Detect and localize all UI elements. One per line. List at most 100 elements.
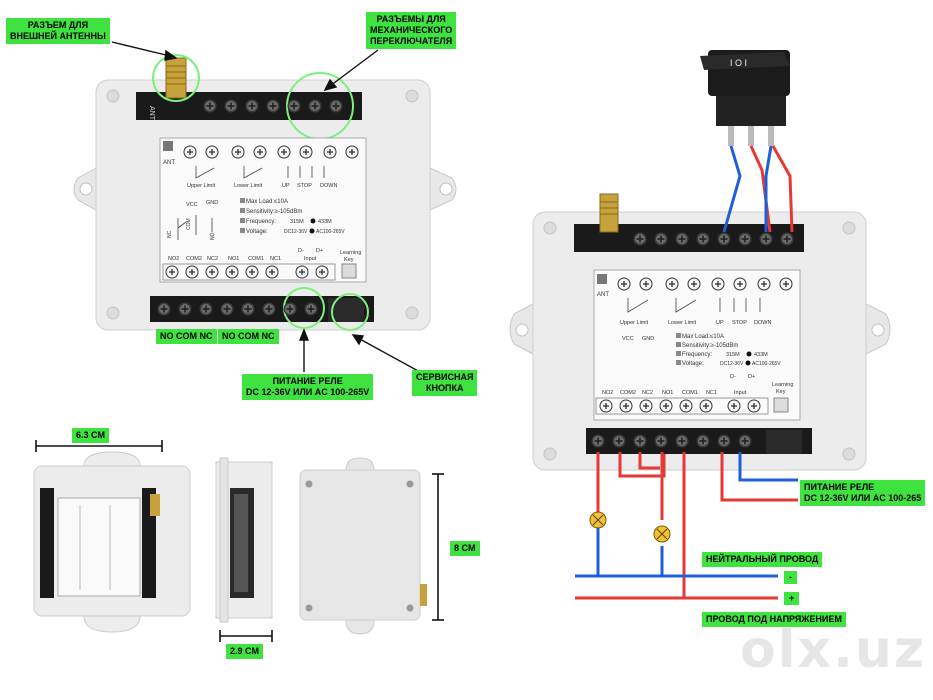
term-com2: COM2 xyxy=(186,256,202,262)
label-height-text: 8 CM xyxy=(454,543,476,553)
right-dminus: D- xyxy=(730,374,736,380)
button-highlight xyxy=(331,293,369,331)
right-com2: COM2 xyxy=(620,390,636,396)
right-volt-dc: DC12-36V xyxy=(720,361,744,367)
lamp-1 xyxy=(589,511,607,529)
lamp-2 xyxy=(653,525,671,543)
label-switch-connectors-text: РАЗЪЕМЫ ДЛЯ МЕХАНИЧЕСКОГО ПЕРЕКЛЮЧАТЕЛЯ xyxy=(370,14,453,46)
switch-wires xyxy=(722,145,794,233)
pcb-stop: STOP xyxy=(297,183,312,189)
term-nc1: NC1 xyxy=(270,256,281,262)
back-view xyxy=(299,457,427,635)
label-relay-power: ПИТАНИЕ РЕЛЕ DC 12-36V ИЛИ AC 100-265V xyxy=(242,374,374,400)
label-no-com-nc-1: NO COM NC xyxy=(156,329,217,344)
learning-key-label-2: Key xyxy=(344,257,354,263)
volt-dc: DC12-36V xyxy=(284,229,308,235)
pcb-lower-limit: Lower Limit xyxy=(234,183,263,189)
right-ant-label: ANT xyxy=(597,292,609,298)
right-down: DOWN xyxy=(754,320,771,326)
right-dplus: D+ xyxy=(748,374,755,380)
learning-key-button[interactable] xyxy=(341,263,357,279)
pcb-com: COM xyxy=(186,218,192,230)
pcb-upper-limit: Upper Limit xyxy=(187,183,216,189)
ant-side-label: ANT xyxy=(148,106,155,121)
right-lower-limit: Lower Limit xyxy=(668,320,697,326)
pcb-down: DOWN xyxy=(320,183,337,189)
label-plus-text: + xyxy=(789,593,795,603)
side-view xyxy=(215,457,273,623)
term-com1: COM1 xyxy=(248,256,264,262)
label-service-button-text: СЕРВИСНАЯ КНОПКА xyxy=(416,372,474,393)
label-plus: + xyxy=(784,592,800,605)
term-input: Input xyxy=(304,256,317,262)
label-live: ПРОВОД ПОД НАПРЯЖЕНИЕМ xyxy=(702,612,846,627)
ant-pcb-label: ANT xyxy=(163,160,175,166)
callout-arrows xyxy=(111,41,421,373)
main-module: ANT ANT Upper Limit Lower Limit UP STOP … xyxy=(73,54,457,331)
pcb-nc: NC xyxy=(167,230,173,238)
spec-sensitivity: Sensitivity:≥-105dBm xyxy=(246,209,302,215)
freq-433: 433M xyxy=(318,219,332,225)
right-input: Input xyxy=(734,390,747,396)
term-no2: NO2 xyxy=(168,256,179,262)
label-service-button: СЕРВИСНАЯ КНОПКА xyxy=(412,370,478,396)
right-no2: NO2 xyxy=(602,390,613,396)
right-com1: COM1 xyxy=(682,390,698,396)
spec-voltage: Voltage: xyxy=(246,229,268,235)
label-relay-power-text: ПИТАНИЕ РЕЛЕ DC 12-36V ИЛИ AC 100-265V xyxy=(246,376,370,397)
label-relay-power-right: ПИТАНИЕ РЕЛЕ DC 12-36V ИЛИ AC 100-265 xyxy=(800,480,926,506)
right-up: UP xyxy=(716,320,724,326)
label-antenna-text: РАЗЪЕМ ДЛЯ ВНЕШНЕЙ АНТЕННЫ xyxy=(10,20,106,41)
term-nc2: NC2 xyxy=(207,256,218,262)
label-no-com-nc-1-text: NO COM NC xyxy=(160,331,213,341)
label-live-text: ПРОВОД ПОД НАПРЯЖЕНИЕМ xyxy=(706,614,842,624)
front-view xyxy=(33,451,191,633)
right-volt-ac: AC100-265V xyxy=(752,361,781,367)
right-nc1: NC1 xyxy=(706,390,717,396)
label-neutral-text: НЕЙТРАЛЬНЫЙ ПРОВОД xyxy=(706,554,819,564)
label-switch-connectors: РАЗЪЕМЫ ДЛЯ МЕХАНИЧЕСКОГО ПЕРЕКЛЮЧАТЕЛЯ xyxy=(366,12,457,49)
label-neutral: НЕЙТРАЛЬНЫЙ ПРОВОД xyxy=(702,552,823,567)
pcb-no: NO xyxy=(210,232,216,240)
switch-symbol: I O I xyxy=(730,58,747,68)
load-wires xyxy=(575,452,798,600)
antenna-highlight xyxy=(152,54,200,102)
right-stop: STOP xyxy=(732,320,747,326)
spec-max-load: Max Load:≤10A xyxy=(246,199,288,205)
pcb-vcc: VCC xyxy=(186,202,198,208)
label-no-com-nc-2: NO COM NC xyxy=(218,329,279,344)
label-depth-text: 2.9 CM xyxy=(230,646,260,656)
label-width-text: 6.3 CM xyxy=(76,430,106,440)
right-frequency: Frequency: xyxy=(682,352,712,358)
label-depth: 2.9 CM xyxy=(226,644,264,659)
term-no1: NO1 xyxy=(228,256,239,262)
learning-key-label-1: Learning xyxy=(340,250,361,256)
label-width: 6.3 CM xyxy=(72,428,110,443)
label-height: 8 CM xyxy=(450,541,480,556)
right-module: ANT Upper Limit Lower Limit UP STOP DOWN… xyxy=(509,193,891,471)
right-max-load: Max Load:≤10A xyxy=(682,334,724,340)
label-antenna: РАЗЪЕМ ДЛЯ ВНЕШНЕЙ АНТЕННЫ xyxy=(6,18,110,44)
right-nc2: NC2 xyxy=(642,390,653,396)
rocker-switch: I O I xyxy=(700,50,790,146)
freq-315: 315M xyxy=(290,219,304,225)
label-minus: - xyxy=(784,571,797,584)
watermark: olx.uz xyxy=(740,620,927,680)
right-vcc: VCC xyxy=(622,336,634,342)
right-no1: NO1 xyxy=(662,390,673,396)
right-upper-limit: Upper Limit xyxy=(620,320,649,326)
spec-frequency: Frequency: xyxy=(246,219,276,225)
right-learning-button[interactable] xyxy=(773,397,789,413)
right-learning-2: Key xyxy=(776,389,786,395)
label-no-com-nc-2-text: NO COM NC xyxy=(222,331,275,341)
pcb-gnd: GND xyxy=(206,200,218,206)
term-dminus: D- xyxy=(298,248,304,254)
pcb-up: UP xyxy=(282,183,290,189)
label-relay-power-right-text: ПИТАНИЕ РЕЛЕ DC 12-36V ИЛИ AC 100-265 xyxy=(804,482,922,503)
volt-ac: AC100-265V xyxy=(316,229,345,235)
right-learning-1: Learning xyxy=(772,382,793,388)
right-voltage: Voltage: xyxy=(682,361,704,367)
term-dplus: D+ xyxy=(316,248,323,254)
right-freq-315: 315M xyxy=(726,352,740,358)
